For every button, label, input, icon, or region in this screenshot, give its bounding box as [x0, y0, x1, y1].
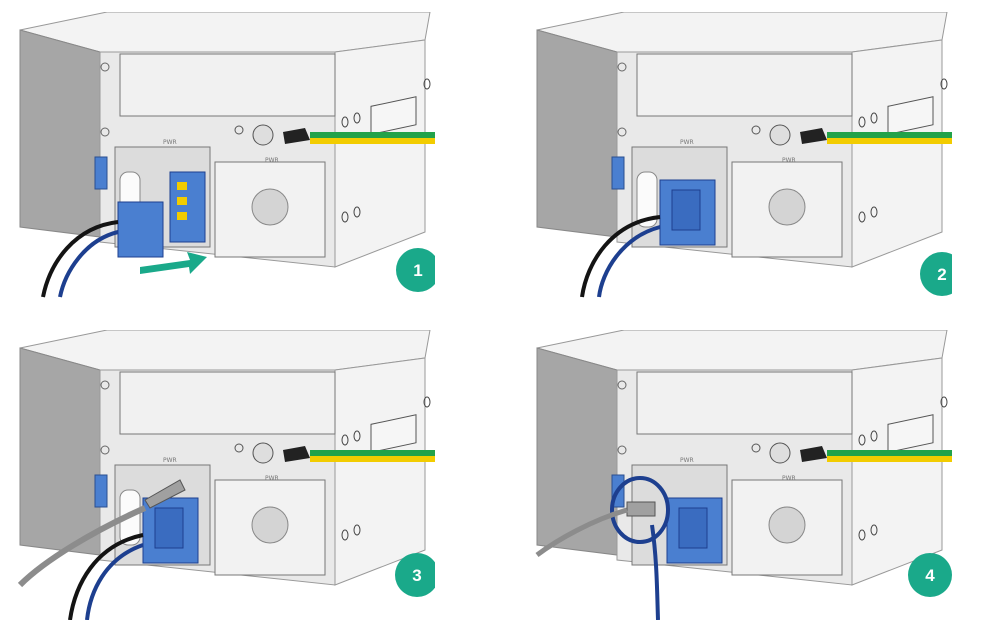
ground-screw	[252, 124, 274, 146]
cable-tie-strap	[535, 507, 628, 558]
step-number-4: 4	[925, 566, 935, 585]
step-badge-4	[908, 553, 952, 597]
step-panel-3: PWR PWR 3	[15, 330, 435, 620]
cable-tie-strap	[17, 505, 147, 588]
ground-screw	[769, 124, 791, 146]
cable-blue	[597, 225, 661, 298]
ground-cable-green	[827, 132, 952, 138]
pwr-label-left: PWR	[680, 457, 694, 464]
cable-tie-head	[626, 501, 656, 517]
ground-cable-green	[827, 450, 952, 456]
pwr-label-right: PWR	[265, 475, 279, 482]
ground-cable-yellow	[827, 138, 952, 144]
ground-cable-yellow	[310, 138, 435, 144]
cable-tie-head	[144, 479, 186, 509]
pwr-label-right: PWR	[265, 157, 279, 164]
step-panel-4: PWR PWR 4	[532, 330, 952, 620]
cable-blue	[58, 230, 119, 298]
step-number-3: 3	[412, 566, 421, 585]
cable-blue	[85, 543, 144, 620]
ground-cable-yellow	[827, 456, 952, 462]
ground-cable-yellow	[310, 456, 435, 462]
pwr-label-left: PWR	[163, 457, 177, 464]
step-3-illustration: PWR PWR 3	[17, 330, 435, 620]
insert-arrow-icon	[140, 252, 207, 274]
step-number-2: 2	[937, 265, 946, 284]
ground-cable-green	[310, 450, 435, 456]
step-4-illustration: PWR PWR 4	[535, 330, 952, 620]
pwr-label-right: PWR	[782, 157, 796, 164]
ground-screw	[769, 442, 791, 464]
ground-screw	[252, 442, 274, 464]
cable-black	[41, 220, 119, 298]
cable-blue	[650, 524, 660, 620]
pwr-label-left: PWR	[680, 139, 694, 146]
cable-blue-loop	[610, 476, 670, 544]
step-badge-3	[395, 553, 435, 597]
step-badge-2	[920, 252, 952, 296]
step-panel-1: PWR PWR 1	[15, 12, 435, 302]
power-socket	[169, 171, 206, 243]
step-badge-1	[396, 248, 435, 292]
cable-black	[68, 533, 144, 620]
power-plug	[117, 201, 164, 258]
step-2-illustration: PWR PWR 2	[536, 12, 952, 298]
ground-cable-green	[310, 132, 435, 138]
step-number-1: 1	[413, 261, 422, 280]
step-panel-2: PWR PWR 2	[532, 12, 952, 302]
pwr-label-right: PWR	[782, 475, 796, 482]
step-1-illustration: PWR PWR 1	[19, 12, 435, 298]
pwr-label-left: PWR	[163, 139, 177, 146]
cable-black	[580, 215, 661, 298]
